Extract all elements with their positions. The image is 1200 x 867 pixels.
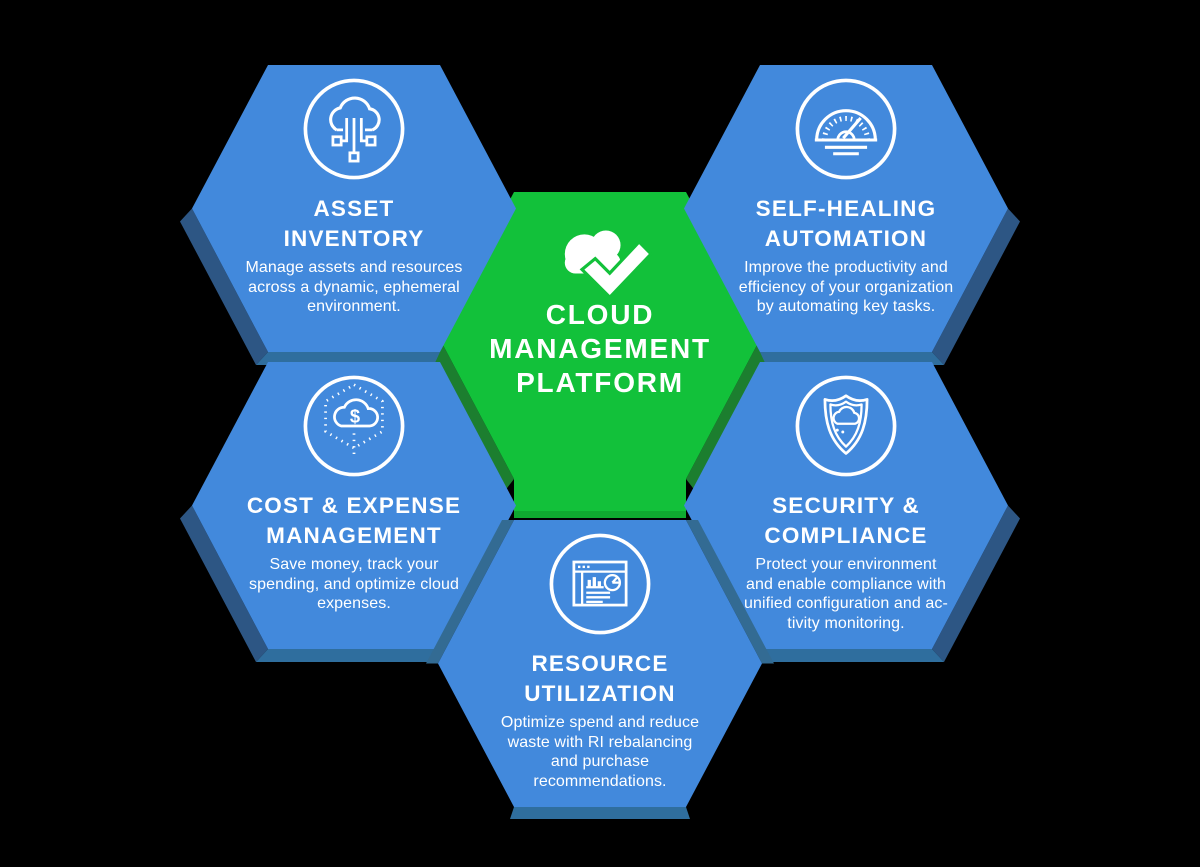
- hexagon-description: Save money, track your spending, and opt…: [248, 556, 460, 612]
- shield-cloud-icon: [795, 375, 897, 477]
- hexagon-bottom-face: [760, 649, 944, 662]
- hexagon-green-left-side-face: [428, 335, 514, 492]
- hexagon-cost-expense-management: $ COST & EXPENSE MANAGEMENT Save money, …: [192, 362, 516, 614]
- hexagon-bottom-face: [256, 352, 440, 365]
- hexagon-side-face: [180, 208, 268, 365]
- hexagon-shape-resource-utilization: [426, 520, 774, 819]
- browser-chart-icon: [549, 533, 651, 635]
- hexagon-green-face: [438, 192, 762, 479]
- hexagon-resource-utilization: RESOURCE UTILIZATION Optimize spend and …: [438, 520, 762, 791]
- hexagon-bottom-face: [760, 352, 944, 365]
- hexagon-face: [684, 362, 1008, 649]
- hexagon-upper-right-side-face: [686, 520, 774, 664]
- hexagon-title: SECURITY & COMPLIANCE: [764, 493, 928, 548]
- check-mark: [579, 239, 654, 296]
- hexagon-shape-security-compliance: [684, 362, 1020, 662]
- dollar-cloud-icon: $: [303, 375, 405, 477]
- hexagon-face: [192, 362, 516, 649]
- hexagon-shape-asset-inventory: [180, 65, 516, 365]
- cloud-network-icon: [303, 78, 405, 180]
- hexagon-title: ASSET INVENTORY: [283, 196, 425, 251]
- hexagon-shape-cloud-management: [428, 192, 772, 518]
- gauge-icon: [795, 78, 897, 180]
- hexagon-side-face: [932, 208, 1020, 365]
- hexagon-side-face: [180, 505, 268, 662]
- hexagon-description: Optimize spend and reduce waste with RI …: [500, 714, 700, 790]
- hexagon-green-bottom-face: [514, 511, 686, 518]
- hexagon-title: SELF-HEALING AUTOMATION: [755, 196, 937, 251]
- hexagon-cloud-management-platform: CLOUD MANAGEMENT PLATFORM: [438, 192, 762, 400]
- hexagon-bottom-face: [510, 807, 690, 819]
- hexagon-upper-left-side-face: [426, 520, 514, 664]
- hexagon-title: COST & EXPENSE MANAGEMENT: [246, 493, 462, 548]
- hexagon-side-face: [932, 505, 1020, 662]
- hexagon-title: RESOURCE UTILIZATION: [524, 651, 676, 706]
- dollar-sign: $: [350, 405, 360, 426]
- hexagon-face: [684, 65, 1008, 352]
- hexagon-description: Improve the productivity and efficiency …: [738, 259, 954, 315]
- center-title: CLOUD MANAGEMENT PLATFORM: [489, 299, 711, 398]
- hexagon-security-compliance: SECURITY & COMPLIANCE Protect your envir…: [684, 362, 1008, 633]
- hexagon-shape-self-healing: [684, 65, 1020, 365]
- hexagon-asset-inventory: ASSET INVENTORY Manage assets and resour…: [192, 65, 516, 317]
- hexagon-green-right-side-face: [686, 335, 772, 492]
- hexagon-green-bottom-extrusion: [514, 479, 686, 511]
- hexagon-shape-cost-expense: [180, 362, 516, 662]
- hexagon-bottom-face: [256, 649, 440, 662]
- cloud-check-icon: [564, 230, 654, 296]
- hexagon-description: Manage assets and resources across a dyn…: [245, 259, 463, 315]
- hexagon-face: [438, 520, 762, 807]
- hexagon-face: [192, 65, 516, 352]
- hexagon-description: Protect your environment and enable comp…: [744, 556, 948, 632]
- hexagon-self-healing-automation: SELF-HEALING AUTOMATION Improve the prod…: [684, 65, 1008, 317]
